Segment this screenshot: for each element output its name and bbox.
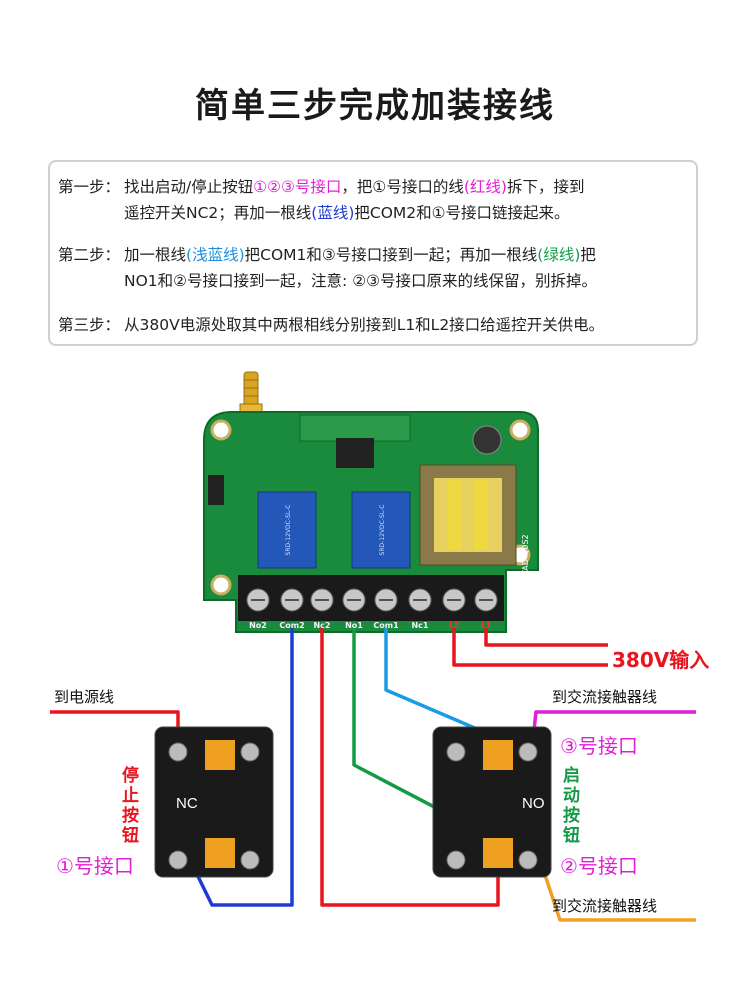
nc-label: NC	[176, 795, 198, 812]
power-input-label: 380V输入	[612, 648, 710, 672]
step-text: NO1和②号接口接到一起，注意: ②③号接口原来的线保留，别拆掉。	[124, 272, 597, 290]
step-text: 把COM1和③号接口接到一起；再加一根线	[244, 246, 538, 264]
step-text: 加一根线	[124, 246, 187, 264]
step-text: (浅蓝线)	[186, 246, 245, 264]
step-3-label: 第三步：	[58, 316, 121, 334]
step-text: 把COM2和①号接口链接起来。	[354, 204, 570, 222]
board-model: TAD-Q0S2	[521, 534, 530, 576]
relay-1-label: SRD-12VDC-SL-C	[285, 505, 292, 556]
page-title: 简单三步完成加装接线	[195, 86, 555, 126]
port-2-label: ②号接口	[560, 854, 638, 878]
step-text: (绿线)	[537, 246, 581, 264]
pcb-board: SRD-12VDC-SL-C SRD-12VDC-SL-C TAD-Q0S2	[203, 411, 539, 633]
terminal-label: Nc2	[313, 621, 330, 630]
wire-com2	[188, 628, 294, 907]
terminal-label: Com2	[279, 621, 304, 630]
to-power-label: 到电源线	[54, 688, 115, 706]
terminal-label: No2	[249, 621, 267, 630]
step-text: 找出启动/停止按钮	[124, 178, 254, 196]
stop-button-block: NC	[154, 726, 274, 878]
step-text: ，把①号接口的线	[341, 178, 464, 196]
terminal-label: No1	[345, 621, 363, 630]
step-text: 遥控开关NC2；再加一根线	[124, 204, 312, 222]
wire-l2	[452, 628, 608, 667]
start-button-block: NO	[432, 726, 552, 878]
step-text: (蓝线)	[311, 204, 355, 222]
stop-button-label: 停止按钮	[122, 766, 139, 846]
instructions-box: 第一步：找出启动/停止按钮①②③号接口，把①号接口的线(红线)拆下，接到 遥控开…	[48, 160, 698, 346]
terminal-block: No2 Com2 Nc2 No1 Com1 Nc1 L2 L1	[246, 588, 498, 630]
relay-2-label: SRD-12VDC-SL-C	[379, 505, 386, 556]
wire-l1	[484, 628, 608, 647]
step-3: 第三步：从380V电源处取其中两根相线分别接到L1和L2接口给遥控开关供电。	[58, 312, 604, 338]
port-1-label: ①号接口	[56, 854, 134, 878]
step-text: 拆下，接到	[506, 178, 585, 196]
no-label: NO	[522, 795, 545, 812]
terminal-label: L2	[449, 621, 460, 630]
step-1-label: 第一步：	[58, 178, 121, 196]
terminal-label: Nc1	[411, 621, 428, 630]
to-contactor-top-label: 到交流接触器线	[552, 688, 658, 706]
step-text: ①②③号接口	[253, 178, 342, 196]
step-1: 第一步：找出启动/停止按钮①②③号接口，把①号接口的线(红线)拆下，接到 遥控开…	[58, 174, 584, 226]
step-text: 把	[580, 246, 596, 264]
terminal-label: L1	[481, 621, 492, 630]
start-button-label: 启动按钮	[563, 766, 580, 846]
step-text: 从380V电源处取其中两根相线分别接到L1和L2接口给遥控开关供电。	[124, 316, 605, 334]
port-3-label: ③号接口	[560, 734, 638, 758]
step-2-label: 第二步：	[58, 246, 121, 264]
step-2: 第二步：加一根线(浅蓝线)把COM1和③号接口接到一起；再加一根线(绿线)把 N…	[58, 242, 597, 294]
wire-nc2	[320, 628, 500, 907]
terminal-label: Com1	[373, 621, 399, 630]
step-text: (红线)	[463, 178, 507, 196]
to-contactor-bottom-label: 到交流接触器线	[552, 897, 658, 915]
